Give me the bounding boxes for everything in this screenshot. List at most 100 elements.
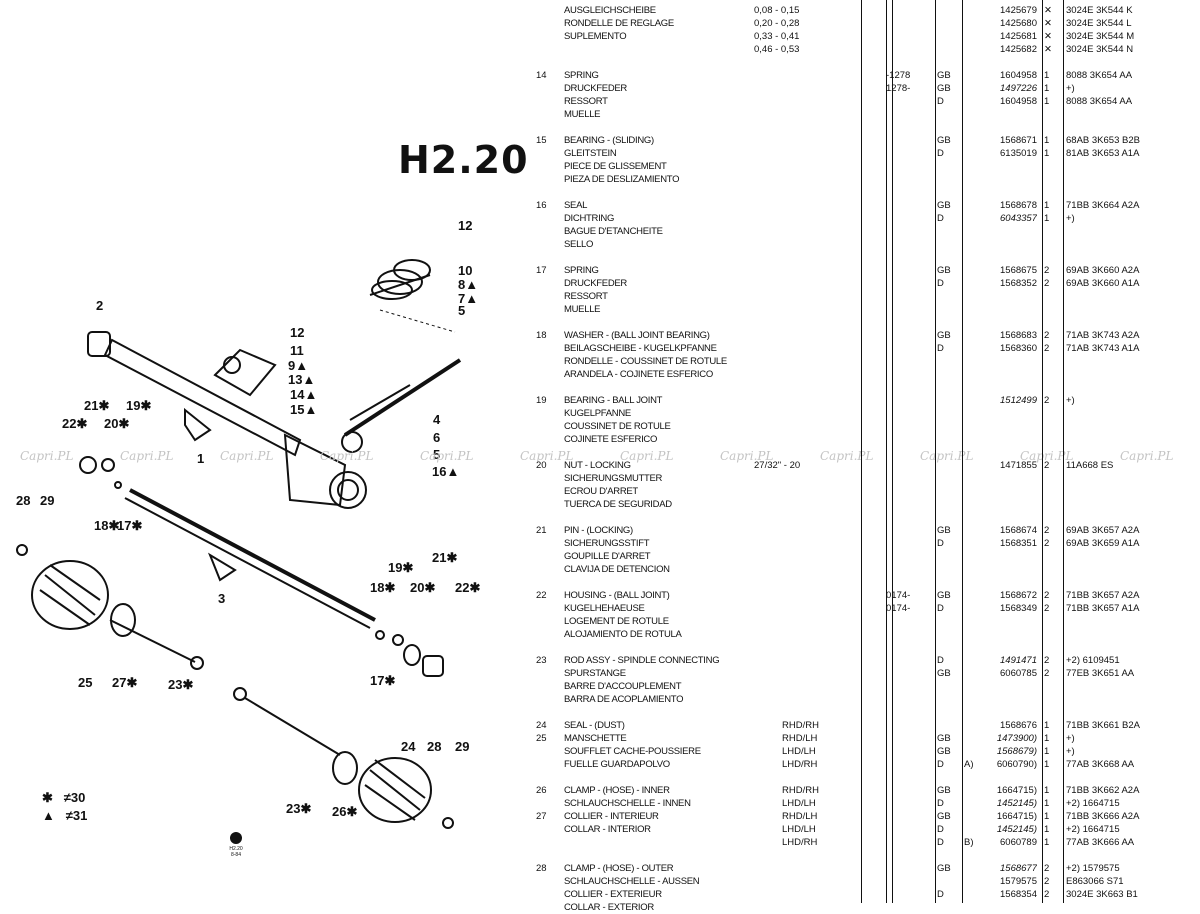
part-engineering-number: 77AB 3K668 AA [1066, 759, 1135, 770]
part-engineering-number: 69AB 3K660 A2A [1066, 265, 1140, 276]
part-description: TUERCA DE SEGURIDAD [564, 499, 672, 510]
watermark: Capri.PL [220, 449, 274, 463]
part-description: LOGEMENT DE ROTULE [564, 616, 669, 627]
part-country: GB [937, 863, 951, 874]
part-description: MUELLE [564, 109, 601, 120]
part-quantity: 1 [1044, 785, 1050, 796]
part-description: SOUFFLET CACHE-POUSSIERE [564, 746, 701, 757]
part-country: GB [937, 746, 951, 757]
part-country: GB [937, 83, 951, 94]
steering-rack-drawing: 12108▲7▲5212119▲13▲14▲15▲46516▲121✱19✱22… [16, 218, 480, 829]
table-row: ALOJAMIENTO DE ROTULA [530, 628, 1200, 641]
part-note: A) [964, 759, 974, 770]
callout-label: 25 [78, 675, 92, 690]
callout-label: 28 [427, 739, 441, 754]
part-spec: 27/32" - 20 [754, 460, 801, 471]
part-quantity: 1 [1044, 759, 1050, 770]
part-engineering-number: 71AB 3K743 A2A [1066, 330, 1140, 341]
part-number: 1471855 [1000, 460, 1037, 471]
part-item-number: 19 [536, 395, 547, 406]
part-spec: 0,08 - 0,15 [754, 5, 800, 16]
part-country: D [937, 538, 944, 549]
table-row: RESSORT [530, 290, 1200, 303]
part-engineering-number: 71AB 3K743 A1A [1066, 343, 1140, 354]
part-country: GB [937, 330, 951, 341]
part-quantity: ✕ [1044, 5, 1052, 16]
part-description: COUSSINET DE ROTULE [564, 421, 671, 432]
part-number: 1568672 [1000, 590, 1037, 601]
part-description: SCHLAUCHSCHELLE - INNEN [564, 798, 691, 809]
part-description: GOUPILLE D'ARRET [564, 551, 651, 562]
part-engineering-number: 71BB 3K661 B2A [1066, 720, 1140, 731]
part-engineering-number: 3024E 3K544 N [1066, 44, 1134, 55]
part-quantity: 1 [1044, 135, 1050, 146]
part-engineering-number: 71BB 3K664 A2A [1066, 200, 1140, 211]
part-description: COLLIER - INTERIEUR [564, 811, 659, 822]
watermark: Capri.PL [720, 449, 774, 463]
part-description: ALOJAMIENTO DE ROTULA [564, 629, 682, 640]
table-row: KUGELPFANNE [530, 407, 1200, 420]
callout-label: 1 [197, 451, 204, 466]
part-engineering-number: 71BB 3K657 A2A [1066, 590, 1140, 601]
part-number: 1568352 [1000, 278, 1037, 289]
part-item-number: 14 [536, 70, 547, 81]
part-quantity: 2 [1044, 889, 1050, 900]
part-quantity: 1 [1044, 811, 1050, 822]
part-spec: 0,20 - 0,28 [754, 18, 800, 29]
part-engineering-number: 77EB 3K651 AA [1066, 668, 1135, 679]
part-item-number: 21 [536, 525, 547, 536]
part-spec: RHD/LH [782, 733, 818, 744]
part-quantity: ✕ [1044, 31, 1052, 42]
part-engineering-number: 71BB 3K657 A1A [1066, 603, 1140, 614]
column-divider [962, 0, 963, 903]
part-number: 1512499 [1000, 395, 1037, 406]
callout-label: 18✱ [94, 518, 119, 533]
part-description: CLAMP - (HOSE) - INNER [564, 785, 670, 796]
part-quantity: 2 [1044, 603, 1050, 614]
part-country: D [937, 278, 944, 289]
part-number: 1604958 [1000, 96, 1037, 107]
legend-item-30: ✱ ≠30 [42, 790, 87, 808]
part-item-number: 28 [536, 863, 547, 874]
table-row: CLAVIJA DE DETENCION [530, 563, 1200, 576]
part-description: WASHER - (BALL JOINT BEARING) [564, 330, 710, 341]
part-description: SPURSTANGE [564, 668, 626, 679]
part-quantity: 1 [1044, 720, 1050, 731]
callout-label: 3 [218, 591, 225, 606]
part-engineering-number: 68AB 3K653 B2B [1066, 135, 1140, 146]
part-description: ECROU D'ARRET [564, 486, 638, 497]
part-item-number: 24 [536, 720, 547, 731]
legend-symbol: ✱ [42, 790, 53, 805]
part-description: MANSCHETTE [564, 733, 627, 744]
column-divider [1063, 0, 1064, 903]
legend-symbol: ▲ [42, 808, 55, 823]
table-row: GOUPILLE D'ARRET [530, 550, 1200, 563]
table-row: MUELLE [530, 108, 1200, 121]
column-divider [935, 0, 936, 903]
legend-item-31: ▲ ≠31 [42, 808, 87, 826]
part-quantity: 1 [1044, 798, 1050, 809]
callout-label: 8▲ [458, 277, 478, 292]
part-country: D [937, 889, 944, 900]
part-description: CLAVIJA DE DETENCION [564, 564, 670, 575]
part-engineering-number: +) [1066, 395, 1075, 406]
callout-label: 28 [16, 493, 30, 508]
part-number: 1452145) [996, 798, 1037, 809]
part-engineering-number: 81AB 3K653 A1A [1066, 148, 1140, 159]
watermark: Capri.PL [420, 449, 474, 463]
part-description: SUPLEMENTO [564, 31, 627, 42]
callout-label: 12 [458, 218, 472, 233]
table-row: COUSSINET DE ROTULE [530, 420, 1200, 433]
part-item-number: 17 [536, 265, 547, 276]
part-country: D [937, 213, 944, 224]
watermark: Capri.PL [520, 449, 574, 463]
